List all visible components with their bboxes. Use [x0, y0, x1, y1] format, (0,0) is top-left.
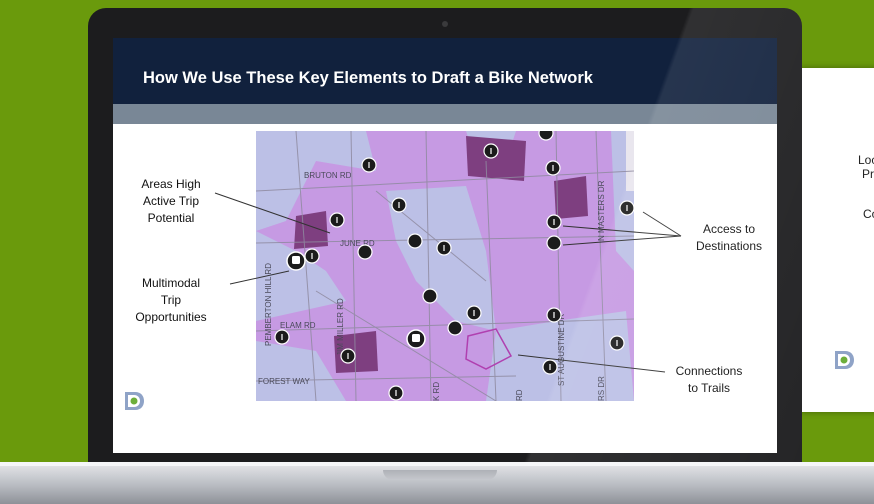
street-label-elam: ELAM RD: [280, 321, 316, 330]
poi-marker-icon: [546, 235, 562, 251]
label-line: Opportunities: [135, 310, 207, 324]
street-label-rs-dr: RS DR: [597, 376, 606, 401]
background-slide: Loc Pr Co: [800, 68, 874, 412]
poi-marker-icon: [357, 244, 373, 260]
map-graphic: BRUTON RD JUNE RD ELAM RD FOREST WAY PEM…: [256, 131, 634, 401]
background-slide-text-2: Pr: [862, 167, 874, 181]
callout-line-trails: [517, 354, 666, 373]
label-line: to Trails: [687, 381, 730, 395]
laptop-screen: How We Use These Key Elements to Draft a…: [113, 38, 777, 453]
street-label-st-augustine: ST AUGUSTINE DR: [557, 313, 566, 386]
laptop-base: [0, 462, 874, 504]
street-label-miller: JIM MILLER RD: [336, 298, 345, 356]
street-label-pemberton: PEMBERTON HILL RD: [264, 263, 273, 346]
laptop-base-edge: [0, 462, 874, 466]
map-edge: [626, 131, 634, 191]
callout-line-access-2: [562, 225, 682, 237]
map-region-low-1: [256, 131, 376, 231]
label-access-destinations: Access to Destinations: [681, 221, 777, 255]
callout-line-areas-high: [214, 192, 331, 234]
label-line: Trip: [160, 293, 182, 307]
map-region-low-5: [256, 341, 346, 401]
map-region-highest-2: [554, 176, 588, 219]
poi-marker-icon: [407, 233, 423, 249]
label-line: Destinations: [695, 239, 763, 253]
street-label-k-rd: K RD: [432, 382, 441, 401]
background-slide-text-3: Co: [863, 207, 874, 221]
label-line: Multimodal: [141, 276, 201, 290]
poi-marker-icon: [447, 320, 463, 336]
label-areas-high: Areas High Active Trip Potential: [129, 176, 213, 227]
label-line: Access to: [702, 222, 756, 236]
poi-marker-icon: [538, 131, 554, 141]
organization-logo-icon: [835, 351, 854, 369]
slide-divider-band: [113, 104, 777, 124]
street-label-bruton: BRUTON RD: [304, 171, 352, 180]
street-label-masters: N MASTERS DR: [597, 180, 606, 241]
poi-marker-icon: [422, 288, 438, 304]
callout-line-access-1: [642, 211, 682, 237]
map-region-low-2: [256, 231, 346, 321]
street-label-june: JUNE RD: [340, 239, 375, 248]
slide-header: How We Use These Key Elements to Draft a…: [113, 38, 777, 104]
background-slide-text-1: Loc: [858, 153, 874, 167]
train-glyph: [292, 256, 300, 264]
street-label-forest: FOREST WAY: [258, 377, 311, 386]
label-line: Connections: [675, 364, 743, 378]
callout-line-access-3: [562, 235, 682, 246]
street-label-rd: RD: [515, 389, 524, 401]
bike-network-map: BRUTON RD JUNE RD ELAM RD FOREST WAY PEM…: [256, 131, 634, 401]
trail-outline: [465, 328, 513, 370]
train-glyph: [412, 334, 420, 342]
label-line: Active Trip: [142, 194, 199, 208]
organization-logo-icon: [125, 392, 144, 410]
label-line: Areas High: [141, 177, 201, 191]
transit-markers: [286, 251, 426, 349]
map-region-highest-1: [466, 136, 526, 181]
label-connections-trails: Connections to Trails: [665, 363, 753, 397]
webcam: [442, 21, 448, 27]
label-multimodal: Multimodal Trip Opportunities: [119, 275, 223, 326]
label-line: Potential: [147, 211, 195, 225]
slide-title: How We Use These Key Elements to Draft a…: [143, 69, 593, 87]
callout-lines: [214, 192, 682, 373]
laptop-notch: [383, 470, 497, 480]
callout-line-multimodal: [229, 270, 290, 285]
